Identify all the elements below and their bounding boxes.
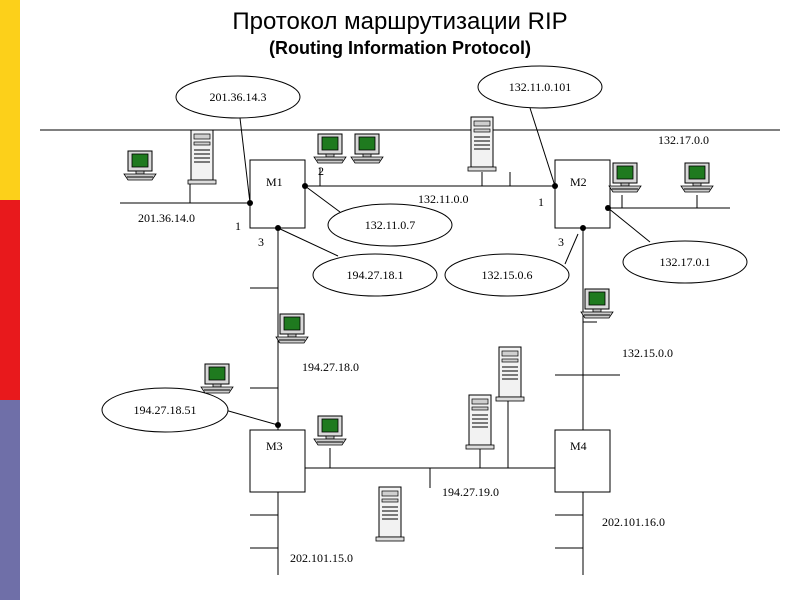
leader-line xyxy=(224,409,279,426)
workstation-icon xyxy=(313,415,347,446)
network-label: 194.27.18.0 xyxy=(302,360,359,374)
workstation-icon xyxy=(200,363,234,394)
workstation-icon xyxy=(123,150,157,181)
network-label: 132.17.0.0 xyxy=(658,133,709,147)
router-m2-label: M2 xyxy=(570,175,587,189)
port-label: 1 xyxy=(538,195,544,209)
server-icon xyxy=(495,346,525,402)
slide-subtitle: (Routing Information Protocol) xyxy=(269,38,531,58)
address-bubble xyxy=(327,203,453,247)
address-bubble xyxy=(312,253,438,297)
workstation-icon xyxy=(313,133,347,164)
leader-line xyxy=(529,107,556,187)
port-label: 3 xyxy=(558,235,564,249)
address-label: 194.27.18.1 xyxy=(347,268,404,282)
address-bubble xyxy=(101,387,229,433)
interface-dot xyxy=(580,225,586,231)
network-label: 201.36.14.0 xyxy=(138,211,195,225)
network-label: 194.27.19.0 xyxy=(442,485,499,499)
address-bubble xyxy=(477,65,603,109)
leader-line xyxy=(239,117,251,204)
address-label: 132.11.0.7 xyxy=(365,218,416,232)
address-label: 194.27.18.51 xyxy=(134,403,197,417)
port-label: 3 xyxy=(258,235,264,249)
workstation-icon xyxy=(680,162,714,193)
server-icon xyxy=(467,116,497,172)
address-label: 132.17.0.1 xyxy=(660,255,711,269)
leader-line xyxy=(607,207,651,243)
workstation-icon xyxy=(580,288,614,319)
leader-line xyxy=(304,185,341,213)
network-label: 202.101.15.0 xyxy=(290,551,353,565)
leader-line xyxy=(277,227,339,257)
address-bubble xyxy=(175,75,301,119)
network-label: 132.15.0.0 xyxy=(622,346,673,360)
address-label: 132.11.0.101 xyxy=(509,80,572,94)
leader-line xyxy=(564,233,579,265)
server-icon xyxy=(375,486,405,542)
router-m1 xyxy=(249,159,306,229)
router-m1-label: M1 xyxy=(266,175,283,189)
server-icon xyxy=(187,129,217,185)
server-icon xyxy=(465,394,495,450)
port-label: 2 xyxy=(318,164,324,178)
router-m3 xyxy=(249,429,306,493)
network-label: 132.11.0.0 xyxy=(418,192,469,206)
network-label: 202.101.16.0 xyxy=(602,515,665,529)
address-bubble xyxy=(444,253,570,297)
accent-stripe-yellow xyxy=(0,0,20,200)
workstation-icon xyxy=(275,313,309,344)
accent-stripe-red xyxy=(0,200,20,400)
address-label: 201.36.14.3 xyxy=(210,90,267,104)
address-bubble xyxy=(622,240,748,284)
router-m4 xyxy=(554,429,611,493)
router-m2 xyxy=(554,159,611,229)
address-label: 132.15.0.6 xyxy=(482,268,533,282)
port-label: 1 xyxy=(235,219,241,233)
workstation-icon xyxy=(608,162,642,193)
slide-title: Протокол маршрутизации RIP xyxy=(232,8,568,35)
router-m3-label: M3 xyxy=(266,439,283,453)
accent-stripe-blue xyxy=(0,400,20,600)
workstation-icon xyxy=(350,133,384,164)
router-m4-label: M4 xyxy=(570,439,587,453)
